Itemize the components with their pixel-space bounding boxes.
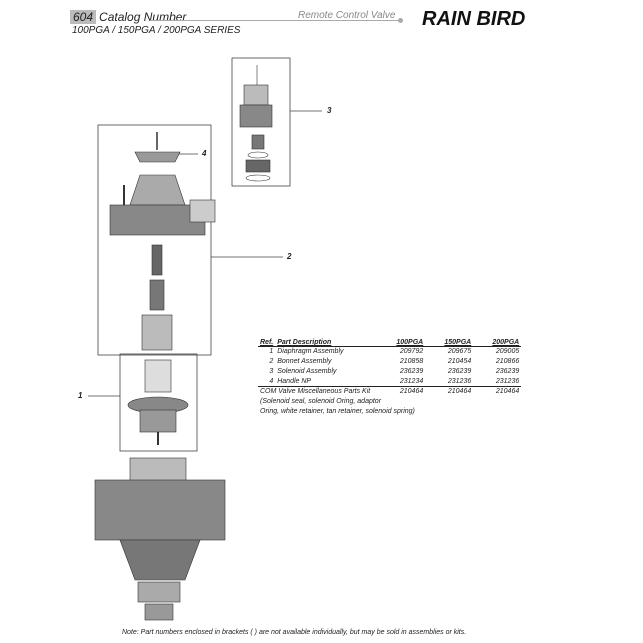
bonnet-box: [97, 124, 212, 356]
kit-description: COM Valve Miscellaneous Parts Kit: [258, 386, 384, 397]
section-title: Remote Control Valve: [298, 10, 396, 21]
kit-detail: (Solenoid seal, solenoid Oring, adaptor: [260, 398, 382, 405]
kit-150pga: 210464: [425, 386, 474, 397]
part-200pga: 209005: [495, 348, 520, 356]
part-200pga: 231236: [495, 377, 520, 385]
callout-2: 2: [287, 252, 292, 261]
callout-3: 3: [327, 106, 332, 115]
part-150pga: 231236: [447, 377, 472, 385]
description: Bonnet Assembly: [277, 358, 332, 365]
table-header: Ref. Part Description 100PGA 150PGA 200P…: [258, 339, 522, 347]
valve-body-drawing: [94, 457, 226, 621]
part-100pga: 209792: [399, 348, 424, 356]
rain-bird-logo: RAIN BIRD: [422, 8, 526, 30]
series-title: 100PGA / 150PGA / 200PGA SERIES: [72, 25, 241, 36]
ref: 3: [269, 368, 274, 375]
header-dot: [398, 18, 403, 23]
kit-detail: Oring, white retainer, tan retainer, sol…: [260, 408, 415, 415]
solenoid-drawing: [239, 65, 273, 182]
col-150pga: 150PGA: [425, 339, 474, 347]
description: Handle NP: [277, 377, 312, 385]
kit-100pga: 210464: [383, 386, 426, 397]
header-rule: [150, 20, 400, 21]
callout-4: 4: [202, 149, 207, 158]
bonnet-drawing: [109, 132, 216, 351]
col-200pga: 200PGA: [473, 339, 522, 347]
callout-1: 1: [78, 391, 83, 400]
ref: 4: [269, 377, 274, 385]
col-description: Part Description: [275, 339, 384, 347]
part-150pga: 209675: [447, 348, 472, 356]
ref: 1: [269, 348, 274, 356]
description: Diaphragm Assembly: [277, 348, 344, 356]
part-150pga: 236239: [447, 368, 472, 375]
parts-table: Ref. Part Description 100PGA 150PGA 200P…: [258, 339, 522, 417]
diaphragm-drawing: [127, 359, 189, 445]
part-200pga: 210866: [495, 358, 520, 365]
part-100pga: 210858: [399, 358, 424, 365]
part-100pga: 236239: [399, 368, 424, 375]
catalog-page-number: 604: [70, 10, 97, 24]
kit-200pga: 210464: [473, 386, 522, 397]
col-ref: Ref.: [258, 339, 276, 347]
solenoid-box: [231, 57, 291, 187]
ref: 2: [269, 358, 274, 365]
diaphragm-box: [119, 353, 198, 452]
part-200pga: 236239: [495, 368, 520, 375]
description: Solenoid Assembly: [277, 368, 337, 375]
part-100pga: 231234: [399, 377, 424, 385]
footnote: Note: Part numbers enclosed in brackets …: [122, 629, 467, 636]
col-100pga: 100PGA: [383, 339, 426, 347]
part-150pga: 210454: [447, 358, 472, 365]
